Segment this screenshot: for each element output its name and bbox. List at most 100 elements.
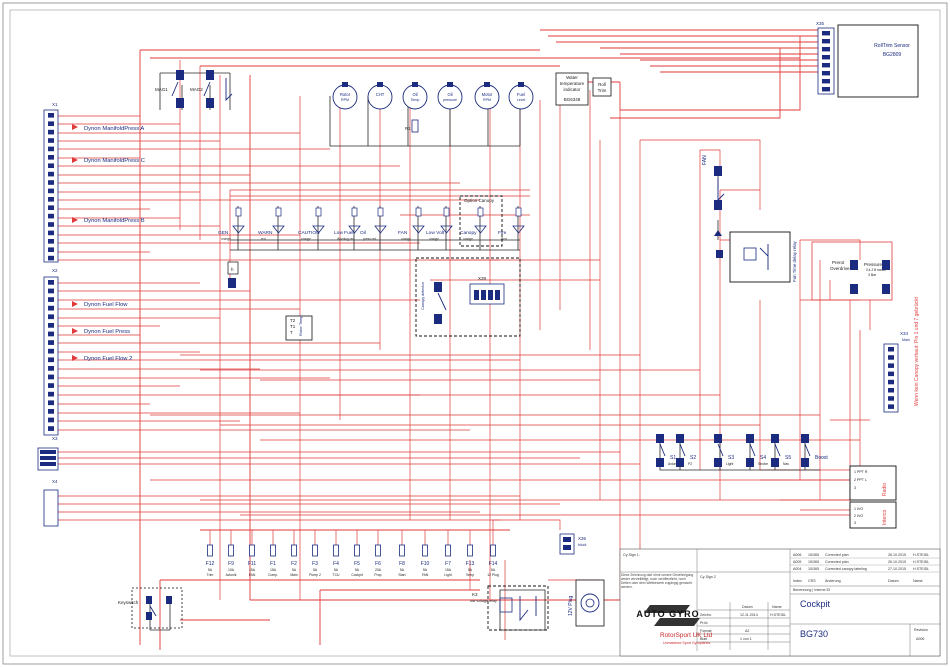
gauge-label: Motor [482,92,493,97]
rolltrim-sensor-part: BG2809 [883,52,902,58]
svg-text:T2: T2 [290,318,296,323]
rolltrim-sensor: RollTrim Sensor BG2809 [837,24,919,98]
fuse-rating: 5A [468,568,473,572]
switch-name: Boost [815,455,828,461]
lamp-color: Warning red [337,237,354,241]
switch-contact-icon [659,443,666,457]
revision-index: A006 [793,553,801,557]
lamp-led-icon [348,225,361,234]
fuse-rating: 15A [249,568,256,572]
revision-header: Änderung [825,579,841,583]
mag1-label: MAG1 [155,87,168,92]
water-temp-l2: temperature [560,81,585,86]
option-canopy-box: Option Canopy [459,195,503,247]
lamp-resistor [377,207,384,217]
autogyro-logo: AUTO GYRO [636,605,700,626]
connector-pin [48,391,54,397]
connector-pin [822,55,830,60]
pressure-l1: Pressure [864,262,883,267]
dynon-manifold-press-b: Dynon ManifoldPress B [84,218,145,224]
switch-name: S4 [760,455,766,461]
company-name: RotorSport UK Ltd [660,632,713,639]
connector-pin [48,230,54,236]
connector-pin [888,388,894,393]
gauge-dial [367,84,393,110]
gauge-plug [377,82,383,87]
connector-pin [48,239,54,244]
gauge-plug [518,82,524,87]
prerot-l2: Overdrive [830,266,850,271]
lamp-color: red [261,237,266,241]
prerot-pressure-box: Prerot Overdrive Pressure 0,4-2 B switch… [811,241,893,301]
gauge-dial [402,84,428,110]
fuse-name: F14 [489,561,498,567]
connector-pin [48,155,54,160]
radio-label: Radio [882,483,888,496]
fuse-name: F1 [270,561,276,567]
fuse-name: F10 [421,561,430,567]
gauge-plug [447,82,453,87]
fuse-name: F2 [291,561,297,567]
fuse-rating: 5A [491,568,496,572]
fuse-rating: 5A [292,568,297,572]
gauge-dial [332,84,358,110]
lamp-color: orange [429,237,439,241]
fuse-name: F9 [228,561,234,567]
12v-plug-label: 12V Plug [568,595,574,616]
fuse-symbol [445,544,451,557]
lamp-color: orange [463,237,473,241]
switch-plug [746,434,754,443]
row-geprueft: Pr.fd. [700,621,708,625]
revision-crs: 15/365 [808,567,819,571]
connector-pin [48,340,54,345]
wire-harness [58,29,871,650]
gauge-label: Fuel [517,92,525,97]
company-sub: Unmatched Sport Gyroplanes [663,641,711,645]
fuse-circuit: Light [444,573,451,577]
connector-pin [888,347,894,352]
connector-pin [822,63,830,68]
connector-pin [888,396,894,401]
svg-text:1 PPT R: 1 PPT R [854,470,868,474]
connector-pin [48,113,54,118]
lamp-name: Low Fuel [334,230,353,236]
fuse-circuit: FAN [249,573,256,577]
rotor-temp-sensor: T2 T1 T Rotor Temp [285,315,313,341]
water-temp-l3: indicator [563,87,581,92]
keyswitch-label: Keyswitch [118,600,139,605]
connector-pin [48,426,54,431]
connector-pin [48,400,54,406]
dynon-fuel-press: Dynon Fuel Press [84,329,130,335]
gauge-dial [437,84,463,110]
connector-pin [48,129,54,135]
connector-x34-label: X34 [900,331,909,336]
revision-index: A005 [793,560,801,564]
gauge-plug [484,82,490,87]
connector-pin [822,39,830,44]
pressure-l3: 3 Bar [868,273,877,277]
gauge-sublabel: RPM [483,98,491,102]
revision-date: 26.10.2015 [888,553,906,557]
svg-text:T1: T1 [290,324,296,329]
svg-text:3: 3 [854,521,856,525]
revision-header: CRS [808,579,816,583]
intercom-label: Interco [882,509,888,525]
fuse-rating: 5A [313,568,318,572]
gauge-sublabel: Temp [411,98,420,102]
fuse-circuit: Cockpit [351,573,362,577]
fuse-circuit: 12 Plug [487,573,499,577]
copyright-notice: Diese Zeichnung darf ohne unsere Genehmi… [621,573,694,590]
connector-pin [48,288,54,294]
